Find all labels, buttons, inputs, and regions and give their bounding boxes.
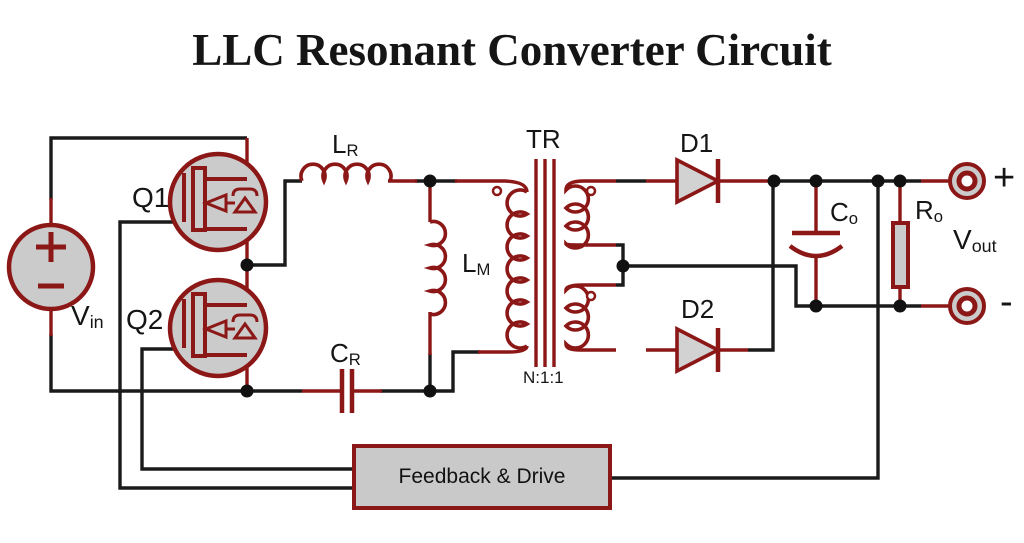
label-output-minus: - (1000, 281, 1013, 323)
voltage-source-vin (6, 222, 96, 312)
wire-q1-gate-drive (118, 220, 354, 490)
junction-co-top (809, 174, 823, 188)
feedback-drive-block (352, 444, 612, 510)
label-vout: Vout (953, 224, 997, 257)
mosfet-q2 (170, 280, 266, 376)
secondary-top-dot-marker (585, 185, 597, 197)
wire-junction-to-primary-bottom (430, 350, 480, 393)
mosfet-q1 (170, 154, 266, 250)
junction-lr-lm (423, 174, 437, 188)
junction-cr-lm (423, 384, 437, 398)
label-cr: CR (330, 338, 361, 369)
primary-winding (505, 188, 531, 350)
label-d2: D2 (681, 294, 715, 324)
junction-q2-source (240, 384, 254, 398)
secondary-winding-bottom (563, 283, 616, 352)
capacitor-co (788, 230, 844, 259)
transformer-tr (491, 159, 616, 367)
label-q2: Q2 (126, 304, 164, 335)
plus-symbol (36, 232, 66, 262)
label-turns-ratio: N:1:1 (523, 368, 564, 387)
label-lm: LM (462, 248, 491, 279)
secondary-winding-top (563, 179, 616, 250)
page-title: LLC Resonant Converter Circuit (192, 25, 832, 75)
label-co: Co (830, 197, 859, 228)
terminal-positive (948, 162, 986, 200)
wire-sec1-to-centertap (616, 243, 625, 263)
secondary-bottom-dot-marker (585, 290, 597, 302)
label-q1: Q1 (132, 182, 170, 213)
label-vin: Vin (71, 300, 104, 333)
label-output-plus: + (993, 157, 1016, 199)
feedback-drive-label: Feedback & Drive (398, 465, 566, 488)
junction-ro-top (893, 174, 907, 188)
terminal-negative (948, 287, 986, 325)
inductor-lm (423, 219, 448, 317)
wire-centertap-to-neg-rail (623, 264, 921, 308)
junction-d1-cathode (767, 174, 781, 188)
primary-dot-marker (491, 185, 503, 197)
label-ro: Ro (915, 195, 944, 226)
wire-input-top-rail (49, 136, 247, 200)
junction-co-bottom (809, 299, 823, 313)
junction-half-bridge-midpoint (240, 258, 254, 272)
label-tr: TR (526, 124, 561, 154)
wire-midpoint-to-lr (247, 179, 302, 267)
junction-ro-bottom (893, 299, 907, 313)
resistor-ro (891, 221, 910, 289)
diode-d2 (675, 326, 722, 374)
wire-input-bottom-rail (49, 334, 302, 393)
junction-dots (240, 174, 907, 398)
vin-circle (6, 222, 96, 312)
wire-d2-tie (748, 181, 775, 352)
transformer-core (534, 159, 556, 367)
junction-center-tap (616, 259, 630, 273)
wire-q2-gate-drive (140, 347, 354, 471)
junction-feedback-tap (871, 174, 885, 188)
inductor-lr (299, 162, 393, 186)
wire-feedback-sense (610, 181, 880, 480)
capacitor-cr (339, 369, 355, 413)
diode-d1 (675, 157, 722, 205)
label-d1: D1 (680, 128, 714, 158)
label-lr: LR (332, 129, 359, 160)
